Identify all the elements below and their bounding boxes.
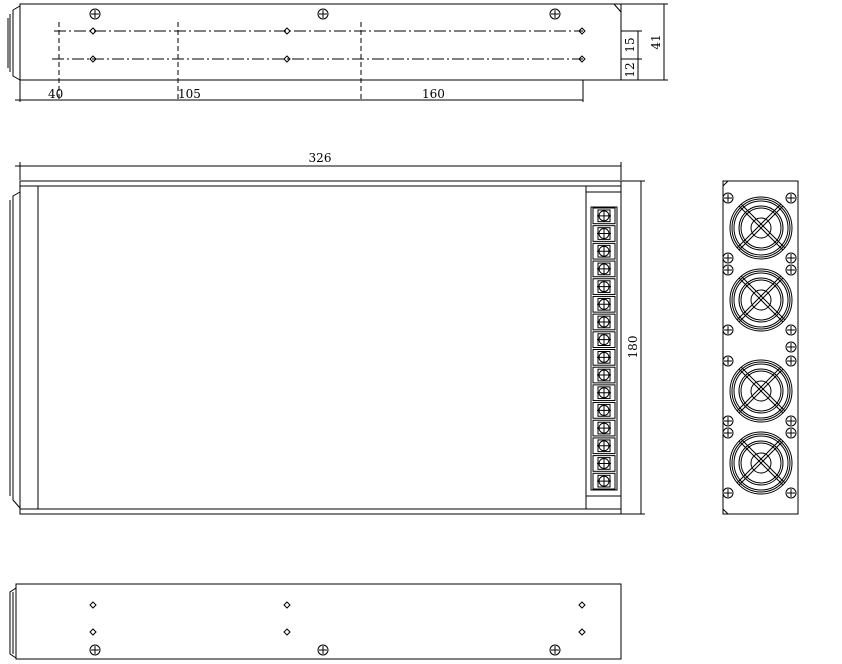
screw-icon: [785, 264, 797, 276]
mounting-hole-icon: [283, 628, 291, 636]
screw-icon: [317, 8, 329, 20]
dim-height-180: 180: [626, 336, 640, 359]
screw-icon: [785, 324, 797, 336]
mounting-hole-icon: [89, 55, 97, 63]
dim-length: 326: [309, 151, 332, 165]
terminal-block: [590, 206, 618, 491]
mounting-hole-icon: [578, 55, 586, 63]
dim-hole-edge: 12: [623, 62, 637, 77]
terminal: [592, 313, 616, 331]
mounting-hole-icon: [578, 628, 586, 636]
screw-icon: [785, 487, 797, 499]
terminal: [592, 437, 616, 455]
terminal: [592, 225, 616, 242]
terminal: [592, 472, 616, 490]
screw-icon: [722, 427, 734, 439]
screw-icon: [722, 415, 734, 427]
screw-icon: [722, 355, 734, 367]
screw-icon: [785, 341, 797, 353]
terminal: [592, 402, 616, 419]
mounting-hole-icon: [578, 601, 586, 609]
fan-icon: [729, 431, 793, 495]
mounting-hole-icon: [89, 27, 97, 35]
screw-icon: [785, 427, 797, 439]
front-view: 326 180: [9, 151, 645, 515]
fan-icon: [729, 196, 793, 260]
screw-icon: [722, 324, 734, 336]
terminal: [592, 242, 616, 260]
dim-height: 41: [649, 34, 663, 49]
screw-icon: [785, 252, 797, 264]
mounting-hole-icon: [283, 601, 291, 609]
screw-icon: [722, 264, 734, 276]
dim-spacing-2: 160: [422, 87, 445, 101]
screw-icon: [89, 644, 101, 656]
top-view: 40 105 160 41 15 12: [7, 3, 668, 102]
screw-icon: [722, 487, 734, 499]
terminal: [592, 419, 616, 437]
screw-icon: [549, 644, 561, 656]
terminal: [592, 455, 616, 472]
mounting-hole-icon: [283, 27, 291, 35]
mounting-hole-icon: [578, 27, 586, 35]
terminal: [592, 349, 616, 366]
dim-offset: 40: [48, 87, 63, 101]
screw-icon: [317, 644, 329, 656]
terminal: [592, 278, 616, 295]
terminal: [592, 366, 616, 384]
dim-hole-gap: 15: [623, 37, 637, 52]
screw-icon: [785, 192, 797, 204]
fan-icon: [729, 359, 793, 423]
bottom-view: [9, 583, 622, 660]
terminal: [592, 331, 616, 348]
terminal: [592, 207, 616, 225]
fan-icon: [729, 268, 793, 332]
screw-icon: [722, 252, 734, 264]
screw-icon: [722, 192, 734, 204]
mounting-hole-icon: [89, 628, 97, 636]
screw-icon: [549, 8, 561, 20]
dim-spacing-1: 105: [178, 87, 201, 101]
terminal: [592, 260, 616, 278]
screw-icon: [785, 415, 797, 427]
terminal: [592, 384, 616, 402]
screw-icon: [89, 8, 101, 20]
mounting-hole-icon: [89, 601, 97, 609]
side-view: [722, 180, 799, 515]
terminal: [592, 295, 616, 313]
mounting-hole-icon: [283, 55, 291, 63]
screw-icon: [785, 355, 797, 367]
